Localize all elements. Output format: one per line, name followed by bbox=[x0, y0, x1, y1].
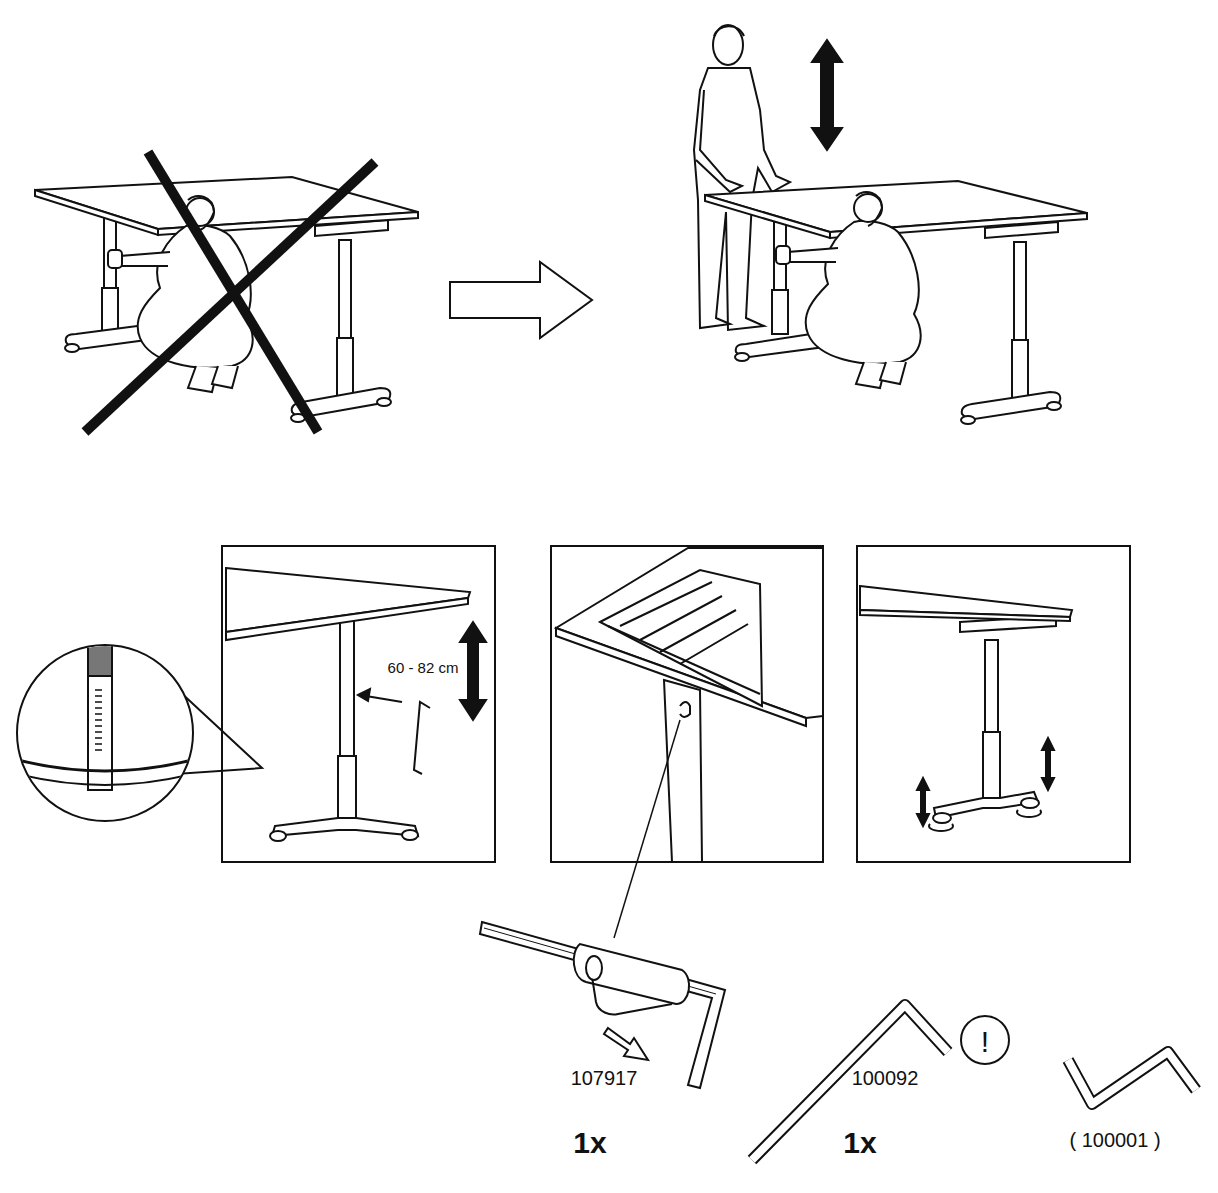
foot-adjust-box-part-part bbox=[933, 813, 951, 823]
foot-adjust-box-part-part bbox=[1017, 810, 1041, 817]
quantity-label: 1x bbox=[573, 1126, 606, 1159]
height-adjust-box-part-part bbox=[10, 772, 200, 785]
right-method-scene-part bbox=[735, 353, 749, 361]
underside-box-part-part bbox=[664, 680, 702, 862]
warning-circle bbox=[961, 1016, 1009, 1064]
height-adjust-box-part bbox=[226, 568, 486, 841]
right-method-scene-part bbox=[696, 90, 742, 192]
height-adjust-box-part-part bbox=[270, 831, 286, 841]
hook-tool-part bbox=[574, 944, 689, 1004]
part-number: 100092 bbox=[852, 1067, 919, 1089]
underside-box bbox=[551, 546, 823, 938]
height-adjust-box-part bbox=[222, 546, 495, 862]
height-adjust-box bbox=[10, 546, 495, 862]
right-method-scene-part bbox=[961, 416, 975, 424]
allen-key-long-part bbox=[752, 1005, 948, 1160]
right-method-scene-part bbox=[1014, 242, 1026, 342]
allen-key-short-part bbox=[1068, 1052, 1196, 1104]
foot-adjust-box-part-part bbox=[917, 778, 929, 826]
foot-adjust-box-part bbox=[857, 546, 1130, 862]
height-adjust-box-part-part bbox=[460, 622, 486, 720]
dimension-label: 60 - 82 cm bbox=[388, 660, 459, 677]
wrong-method-scene bbox=[35, 152, 418, 432]
right-method-scene-part bbox=[812, 40, 842, 150]
height-adjust-box-part-part bbox=[95, 690, 102, 750]
right-method-scene-part bbox=[962, 392, 1061, 420]
wrong-method-scene-part bbox=[65, 344, 79, 352]
height-adjust-box-part-part bbox=[226, 598, 468, 640]
direction-arrow bbox=[450, 262, 592, 338]
right-method-scene-part bbox=[714, 26, 744, 36]
part-number: ( 100001 ) bbox=[1069, 1129, 1160, 1151]
right-method-scene bbox=[694, 25, 1087, 424]
allen-key-long bbox=[752, 1005, 948, 1160]
foot-adjust-box-part-part bbox=[983, 732, 1000, 804]
foot-adjust-box-part bbox=[860, 586, 1072, 831]
underside-box-part-part bbox=[680, 702, 690, 717]
height-adjust-box-part-part bbox=[366, 696, 402, 702]
hook-tool-part bbox=[586, 956, 602, 980]
height-adjust-box-part bbox=[10, 640, 200, 790]
hook-tool-part bbox=[604, 1028, 648, 1060]
right-method-scene-part bbox=[705, 195, 830, 238]
right-method-scene-part bbox=[1012, 340, 1028, 398]
allen-key-short-part bbox=[1068, 1052, 1196, 1104]
right-method-scene-part bbox=[713, 25, 743, 65]
right-method-scene-part bbox=[1047, 402, 1061, 410]
height-adjust-box-part-part bbox=[10, 758, 200, 771]
underside-box-part bbox=[556, 548, 823, 862]
foot-adjust-box-part-part bbox=[1021, 798, 1039, 808]
height-adjust-box-part-part bbox=[88, 640, 112, 676]
height-adjust-box-part-part bbox=[272, 818, 418, 836]
wrong-method-scene-part bbox=[377, 398, 391, 406]
wrong-method-scene-part bbox=[35, 190, 158, 235]
foot-adjust-box-part-part bbox=[1042, 738, 1054, 790]
wrong-method-scene-part bbox=[339, 240, 351, 340]
height-adjust-box-part-part bbox=[88, 640, 112, 790]
height-adjust-box-part-part bbox=[358, 689, 370, 701]
wrong-method-scene-part bbox=[337, 338, 353, 396]
right-method-scene-part bbox=[772, 290, 788, 334]
foot-adjust-box bbox=[857, 546, 1130, 862]
warning-symbol: ! bbox=[981, 1025, 989, 1058]
quantity-label: 1x bbox=[843, 1126, 876, 1159]
underside-box-part bbox=[551, 546, 823, 862]
foot-adjust-box-part-part bbox=[985, 640, 998, 734]
allen-key-short bbox=[1068, 1052, 1196, 1104]
height-adjust-box-part-part bbox=[402, 830, 418, 840]
underside-box-part bbox=[614, 720, 680, 938]
height-adjust-box-part-part bbox=[340, 612, 354, 758]
wrong-method-scene-part bbox=[102, 288, 118, 332]
height-adjust-box-part-part bbox=[414, 702, 430, 774]
hook-tool-part bbox=[480, 922, 725, 1088]
allen-key-long-part bbox=[752, 1005, 948, 1160]
hook-tool bbox=[480, 922, 725, 1088]
underside-box-part-part bbox=[620, 582, 748, 664]
underside-box-part-part bbox=[608, 626, 760, 694]
right-method-scene-part bbox=[776, 192, 921, 388]
foot-adjust-box-part-part bbox=[929, 824, 953, 831]
part-number: 107917 bbox=[571, 1067, 638, 1089]
wrong-method-scene-part bbox=[85, 162, 375, 432]
foot-adjust-box-part-part bbox=[860, 610, 1070, 621]
right-method-scene-part bbox=[705, 181, 1087, 232]
